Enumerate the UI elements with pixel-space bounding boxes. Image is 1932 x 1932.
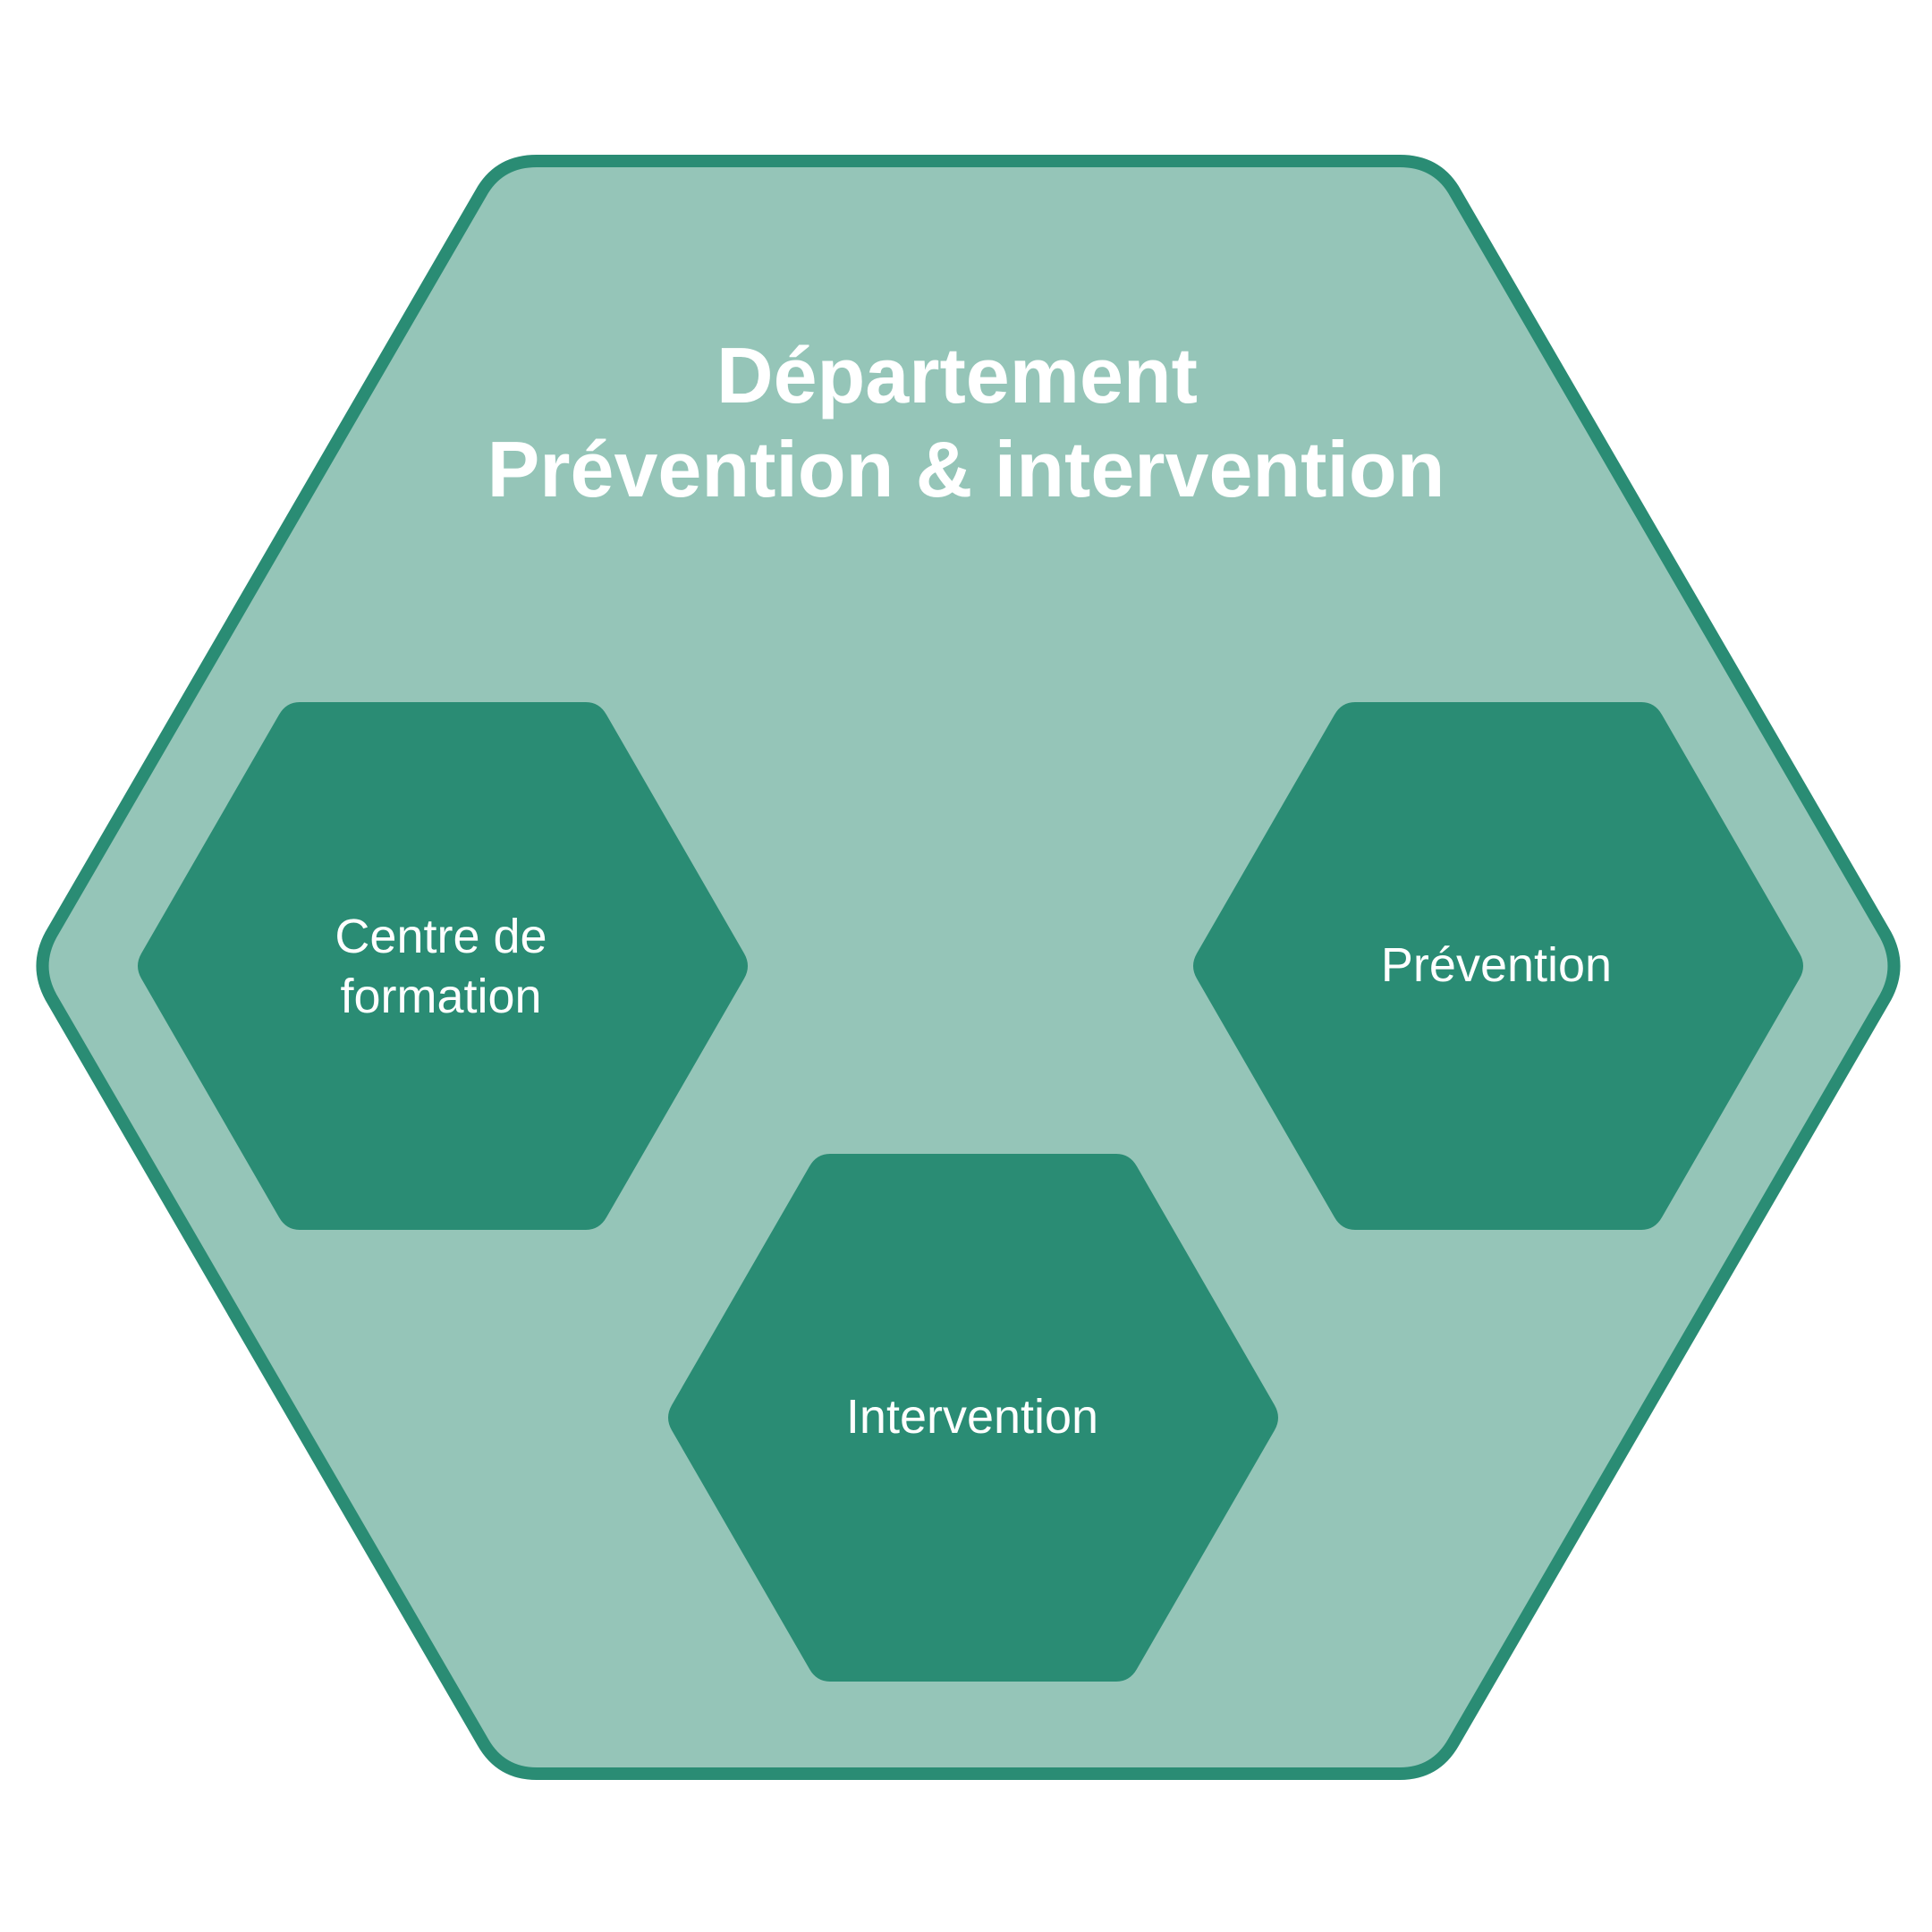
department-hexagon (36, 155, 1901, 1780)
centre-formation-label-line1: Centre de (335, 910, 547, 963)
prevention-hexagon[interactable] (1193, 702, 1803, 1230)
centre-formation-label-line2: formation (340, 970, 541, 1023)
intervention-label: Intervention (846, 1390, 1098, 1444)
centre-formation-hexagon[interactable] (138, 702, 748, 1230)
department-title-line1: Département (716, 331, 1198, 419)
prevention-label: Prévention (1381, 938, 1612, 992)
department-title-line2: Prévention & intervention (487, 425, 1445, 513)
intervention-hexagon[interactable] (668, 1154, 1278, 1682)
